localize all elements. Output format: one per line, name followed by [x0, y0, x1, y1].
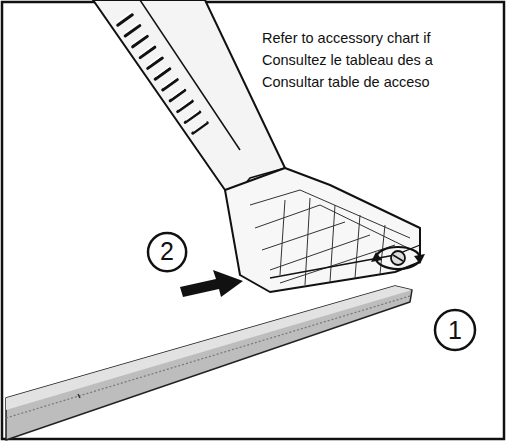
- handle: [93, 0, 285, 200]
- callout-text-holder: 1: [433, 308, 477, 352]
- callout-text-holder: 2: [146, 231, 188, 273]
- push-arrow: [180, 270, 243, 297]
- callout-circle: 2: [146, 231, 188, 273]
- callout-number: 2: [160, 237, 174, 266]
- grip-ribs: [118, 15, 208, 133]
- circle-shape: [435, 310, 475, 350]
- callout-number: 1: [448, 316, 462, 345]
- note-text: Consultar table de acceso: [262, 74, 430, 91]
- screw: [391, 251, 405, 265]
- rotation-arrow: [376, 247, 420, 269]
- holder-slot: [270, 245, 420, 278]
- grip-edge: [140, 0, 240, 150]
- blade-holder: [225, 168, 420, 292]
- note-text: Refer to accessory chart if: [262, 30, 430, 47]
- note-text: Consultez le tableau des a: [262, 52, 433, 69]
- blade-bevel: [6, 286, 412, 410]
- blade-texture: [6, 296, 410, 418]
- holder-grid: [250, 190, 412, 285]
- blade: [6, 286, 412, 440]
- callout-circle: 1: [433, 308, 477, 352]
- arrow-head: [371, 252, 382, 262]
- arrow-head: [414, 254, 425, 264]
- screw-slot: [393, 255, 403, 261]
- grip-highlights: [119, 12, 207, 131]
- blade-mark: [78, 394, 80, 398]
- circle-shape: [148, 233, 186, 271]
